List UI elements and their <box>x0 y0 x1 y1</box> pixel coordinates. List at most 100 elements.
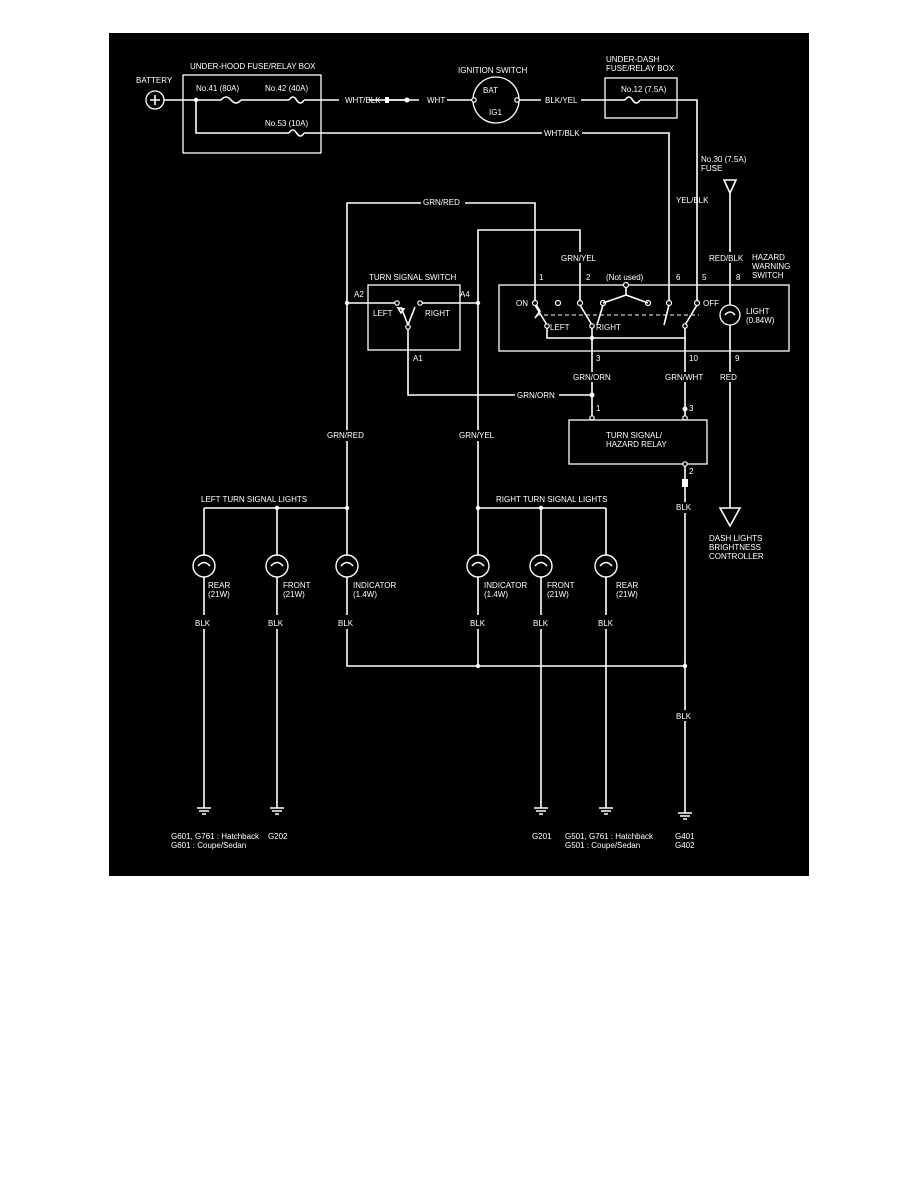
relay-label-2: HAZARD RELAY <box>606 440 667 449</box>
bulb-wire: BLK <box>195 619 211 628</box>
ground-label-4b: G501 : Coupe/Sedan <box>565 841 640 850</box>
wire-grn-red-mid-label: GRN/RED <box>327 431 364 440</box>
hazard-switch-label-2: WARNING <box>752 262 790 271</box>
bulb-rating: (21W) <box>547 590 569 599</box>
fuse12-label: No.12 (7.5A) <box>621 85 667 94</box>
bulb-wire: BLK <box>268 619 284 628</box>
bulb-rating: (21W) <box>208 590 230 599</box>
fuse41-label: No.41 (80A) <box>196 84 239 93</box>
bulb-name: INDICATOR <box>353 581 396 590</box>
bulb-3: INDICATOR (1.4W) BLK <box>335 554 396 628</box>
fuse30-arrow-icon <box>722 179 738 195</box>
hazard-light-label-2: (0.84W) <box>746 316 775 325</box>
underhood-fuse-relay-box <box>182 74 322 154</box>
wire-grn-red <box>346 202 536 508</box>
ignition-switch-label: IGNITION SWITCH <box>458 66 528 75</box>
wire-grn-yel <box>477 229 581 508</box>
hazard-pin-8: 8 <box>736 273 741 282</box>
bulb-wire: BLK <box>533 619 549 628</box>
ignition-bat-label: BAT <box>483 86 498 95</box>
hazard-switch-label-1: HAZARD <box>752 253 785 262</box>
hazard-off-label: OFF <box>703 299 719 308</box>
not-used-links <box>602 287 649 304</box>
ground-icon <box>599 807 613 815</box>
bulb-wire: BLK <box>338 619 354 628</box>
bulb-4: INDICATOR (1.4W) BLK <box>466 554 527 628</box>
switch-blades <box>534 304 698 326</box>
hazard-right-label: RIGHT <box>596 323 621 332</box>
hazard-light-bulb <box>719 304 741 326</box>
bulb-wire: BLK <box>598 619 614 628</box>
ground-label-2: G202 <box>268 832 288 841</box>
bulb-rating: (21W) <box>283 590 305 599</box>
hazard-light-label-1: LIGHT <box>746 307 770 316</box>
hazard-pin-9: 9 <box>735 354 740 363</box>
dash-controller-label-2: BRIGHTNESS <box>709 543 761 552</box>
ignition-ig1-label: IG1 <box>489 108 502 117</box>
bulb-5: FRONT (21W) BLK <box>529 554 575 628</box>
wire-red-label: RED <box>720 373 737 382</box>
indicator-ground-bus <box>346 577 685 667</box>
hazard-pin-5: 5 <box>702 273 707 282</box>
turn-switch-lever <box>400 306 416 326</box>
underhood-box-label: UNDER-HOOD FUSE/RELAY BOX <box>190 62 316 71</box>
ground-label-5a: G401 <box>675 832 695 841</box>
bulb-icon <box>594 554 618 578</box>
hazard-pin-1: 1 <box>539 273 544 282</box>
fuse42-label: No.42 (40A) <box>265 84 308 93</box>
bulb-icon <box>265 554 289 578</box>
ignition-terminal <box>514 97 520 103</box>
wire-yel-blk-label: YEL/BLK <box>676 196 709 205</box>
ground-label-1a: G601, G761 : Hatchback <box>171 832 260 841</box>
bulb-rating: (1.4W) <box>353 590 377 599</box>
turn-signal-wiring-diagram: BATTERY UNDER-HOOD FUSE/RELAY BOX No.41 … <box>109 33 809 876</box>
not-used-terminal <box>622 281 630 289</box>
underdash-box-label-1: UNDER-DASH <box>606 55 660 64</box>
ground-label-1b: G601 : Coupe/Sedan <box>171 841 246 850</box>
fuse53-label: No.53 (10A) <box>265 119 308 128</box>
wire-grn-orn-label: GRN/ORN <box>573 373 611 382</box>
wire-blk-ground-label: BLK <box>676 712 692 721</box>
connector-block <box>385 97 389 103</box>
fuse41-symbol <box>220 96 242 104</box>
left-lights-label: LEFT TURN SIGNAL LIGHTS <box>201 495 307 504</box>
hazard-not-used: (Not used) <box>606 273 644 282</box>
fuse42-symbol <box>288 96 305 104</box>
turn-switch-pin-a1: A1 <box>413 354 423 363</box>
bulb-name: REAR <box>208 581 230 590</box>
dash-controller-label-1: DASH LIGHTS <box>709 534 762 543</box>
bulb-feed-wires <box>203 508 607 555</box>
wire-wht: WHT <box>427 96 445 105</box>
turn-switch-left-label: LEFT <box>373 309 393 318</box>
hazard-pin-3: 3 <box>596 354 601 363</box>
schematic-canvas: BATTERY UNDER-HOOD FUSE/RELAY BOX No.41 … <box>136 55 790 850</box>
battery-label: BATTERY <box>136 76 173 85</box>
bulb-filament-icon <box>724 311 736 316</box>
ignition-terminal <box>471 97 477 103</box>
bulb-wire: BLK <box>470 619 486 628</box>
hazard-switch-label-3: SWITCH <box>752 271 784 280</box>
hazard-on-label: ON <box>516 299 528 308</box>
right-lights-label: RIGHT TURN SIGNAL LIGHTS <box>496 495 607 504</box>
fuse30-label-2: FUSE <box>701 164 722 173</box>
bulb-name: INDICATOR <box>484 581 527 590</box>
turn-switch-right-label: RIGHT <box>425 309 450 318</box>
dash-controller-label-3: CONTROLLER <box>709 552 764 561</box>
ground-label-4a: G501, G761 : Hatchback <box>565 832 654 841</box>
relay-pin-1: 1 <box>596 404 601 413</box>
bulb-6: REAR (21W) BLK <box>594 554 638 628</box>
wire-blk-yel: BLK/YEL <box>545 96 578 105</box>
wire-grn-wht-label: GRN/WHT <box>665 373 703 382</box>
ground-icon <box>270 807 284 815</box>
wire-wht-blk-2: WHT/BLK <box>544 129 580 138</box>
ground-icon <box>197 807 211 815</box>
turn-switch-pin-a4: A4 <box>460 290 470 299</box>
bulb-icon <box>466 554 490 578</box>
relay-pin-2: 2 <box>689 467 694 476</box>
wire-red-blk-label: RED/BLK <box>709 254 744 263</box>
ground-icon <box>678 812 692 820</box>
fuse53-wire <box>195 100 670 193</box>
bulb-rating: (1.4W) <box>484 590 508 599</box>
fuse53-symbol <box>288 129 305 137</box>
bulb-icon <box>529 554 553 578</box>
